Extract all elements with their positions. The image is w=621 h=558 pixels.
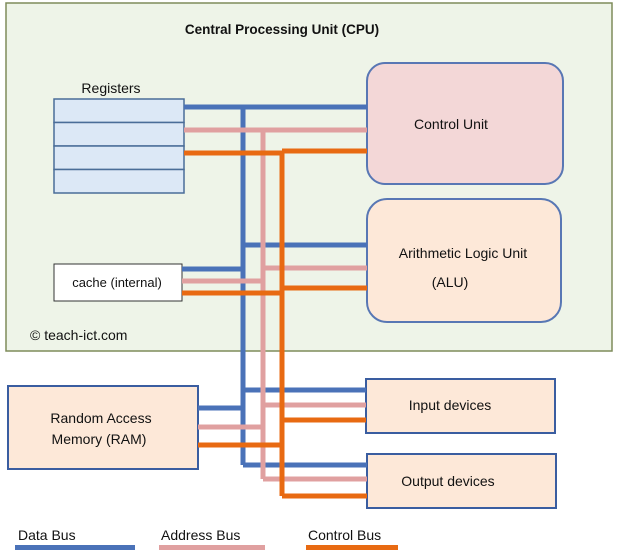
address-bus <box>182 127 367 482</box>
control-bus <box>182 148 367 499</box>
input-devices-box <box>365 378 556 434</box>
register-cell <box>53 121 185 147</box>
cache-box <box>53 263 183 302</box>
registers-label: Registers <box>81 80 140 96</box>
register-cell <box>53 145 185 171</box>
legend-label: Data Bus <box>18 527 76 543</box>
ram-box <box>7 385 199 470</box>
input-devices-label: Input devices <box>409 397 492 413</box>
legend-label: Address Bus <box>161 527 240 543</box>
control-unit-label: Control Unit <box>414 116 488 132</box>
alu-label-line2: (ALU) <box>432 274 469 290</box>
output-devices-label: Output devices <box>401 473 494 489</box>
cpu-title: Central Processing Unit (CPU) <box>185 22 379 37</box>
alu-box <box>366 198 562 323</box>
control-unit-box <box>366 62 564 185</box>
alu-label-line1: Arithmetic Logic Unit <box>399 245 527 261</box>
legend-item-data-bus: Data Bus <box>15 527 135 550</box>
watermark: © teach-ict.com <box>30 327 127 343</box>
legend-label: Control Bus <box>308 527 381 543</box>
register-cell <box>53 168 185 194</box>
registers-stack <box>53 98 185 194</box>
output-devices-box <box>366 453 557 509</box>
legend-item-control-bus: Control Bus <box>306 527 398 550</box>
ram-label-line2: Memory (RAM) <box>52 431 147 447</box>
ram-label-line1: Random Access <box>50 410 151 426</box>
cache-label: cache (internal) <box>72 275 162 290</box>
legend-swatch <box>306 545 398 550</box>
legend-item-address-bus: Address Bus <box>159 527 265 550</box>
legend-swatch <box>15 545 135 550</box>
legend-swatch <box>159 545 265 550</box>
register-cell <box>53 98 185 124</box>
legend: Data Bus Address Bus Control Bus <box>15 527 398 550</box>
